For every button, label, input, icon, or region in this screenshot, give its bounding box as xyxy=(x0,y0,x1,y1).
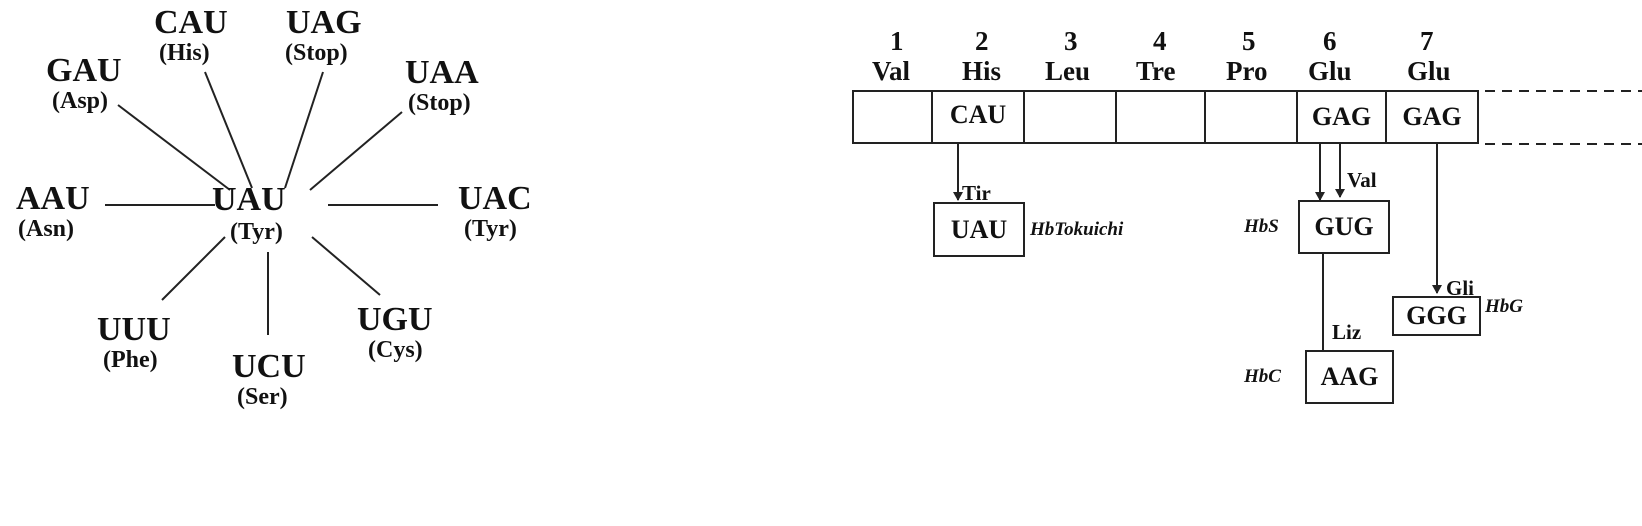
position-number: 3 xyxy=(1064,26,1078,56)
spoke-codon-aau: AAU xyxy=(16,180,90,217)
chain-cell: GAG xyxy=(1385,90,1479,144)
chain-cell-codon: GAG xyxy=(1402,102,1462,131)
mutation-aa-liz: Liz xyxy=(1332,320,1362,344)
spoke-codon-uac: UAC xyxy=(458,180,532,217)
center-codon: UAU xyxy=(212,181,286,218)
spoke-aa-aau: (Asn) xyxy=(18,216,75,242)
position-amino-acid: His xyxy=(962,56,1002,86)
spoke-uag xyxy=(284,71,324,189)
spoke-codon-gau: GAU xyxy=(46,52,122,89)
mutation-codon-box: AAG xyxy=(1305,350,1394,404)
position-amino-acid: Tre xyxy=(1136,56,1176,86)
position-amino-acid: Glu xyxy=(1407,56,1451,86)
position-number: 2 xyxy=(975,26,989,56)
mutation-codon-box: UAU xyxy=(933,202,1025,257)
hb-tokuichi-label: HbTokuichi xyxy=(1030,219,1124,240)
position-number: 6 xyxy=(1323,26,1337,56)
spoke-codon-uuu: UUU xyxy=(97,311,171,348)
spoke-aa-cau: (His) xyxy=(159,40,210,66)
spoke-aa-uac: (Tyr) xyxy=(464,216,517,242)
spoke-codon-cau: CAU xyxy=(154,4,228,41)
chain-cell: GAG xyxy=(1296,90,1387,144)
hbc-label: HbC xyxy=(1244,366,1281,387)
position-number: 5 xyxy=(1242,26,1256,56)
spoke-codon-ugu: UGU xyxy=(357,301,433,338)
mutation-aa-val: Val xyxy=(1347,168,1377,192)
spoke-aa-ugu: (Cys) xyxy=(368,337,423,363)
chain-cell xyxy=(1023,90,1117,144)
position-amino-acid: Leu xyxy=(1045,56,1091,86)
position-number: 1 xyxy=(890,26,904,56)
spoke-codon-uag: UAG xyxy=(286,4,362,41)
position-number: 7 xyxy=(1420,26,1434,56)
chain-cell: CAU xyxy=(931,90,1025,144)
chain-cell-codon: CAU xyxy=(949,100,1007,129)
mutation-aa-tir: Tir xyxy=(962,181,991,205)
spoke-codon-ucu: UCU xyxy=(232,348,306,385)
spoke-codon-uaa: UAA xyxy=(405,54,479,91)
chain-cell xyxy=(1115,90,1206,144)
chain-cell xyxy=(1204,90,1298,144)
mutation-codon-box: GUG xyxy=(1298,200,1390,254)
position-number: 4 xyxy=(1153,26,1167,56)
position-amino-acid: Val xyxy=(872,56,911,86)
chain-cell xyxy=(852,90,933,144)
hbs-label: HbS xyxy=(1244,216,1279,237)
spoke-aa-ucu: (Ser) xyxy=(237,384,288,410)
spoke-aa-gau: (Asp) xyxy=(52,88,109,114)
spoke-ugu xyxy=(311,236,381,296)
spoke-aa-uaa: (Stop) xyxy=(408,90,471,116)
spoke-aa-uuu: (Phe) xyxy=(103,347,158,373)
center-amino-acid: (Tyr) xyxy=(230,219,283,245)
spoke-uaa xyxy=(309,111,403,191)
position-amino-acid: Glu xyxy=(1308,56,1352,86)
spoke-cau xyxy=(204,71,253,189)
spoke-aa-uag: (Stop) xyxy=(285,40,348,66)
spoke-gau xyxy=(117,104,231,191)
spoke-uuu xyxy=(161,236,226,301)
mutation-codon-box: GGG xyxy=(1392,296,1481,336)
hbg-label: HbG xyxy=(1485,296,1523,317)
mutation-aa-gli: Gli xyxy=(1446,276,1475,300)
chain-cell-codon: GAG xyxy=(1311,102,1372,131)
position-amino-acid: Pro xyxy=(1226,56,1268,86)
